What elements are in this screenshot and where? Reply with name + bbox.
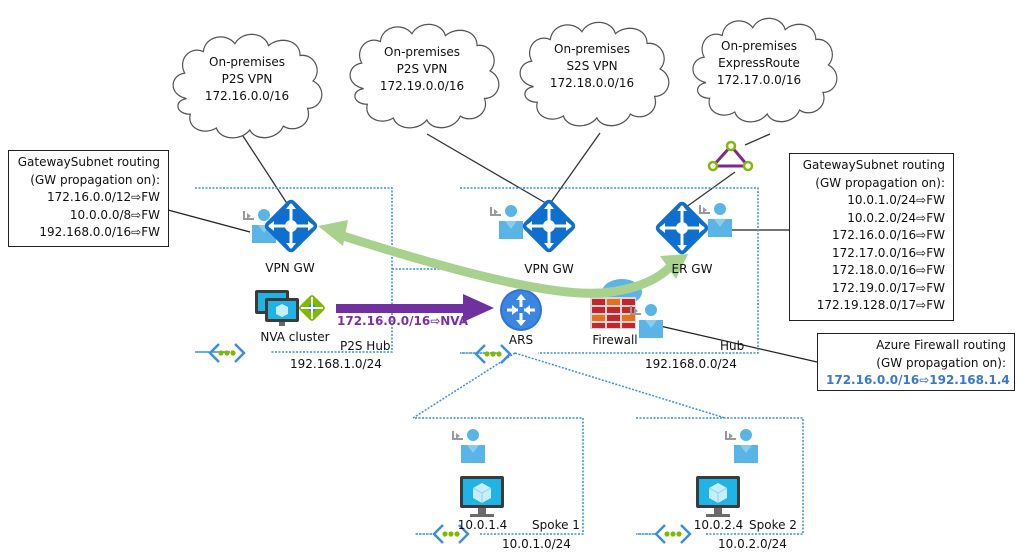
cloud-cidr: 172.19.0.0/16 <box>379 79 465 93</box>
routing-box-title: Azure Firewall routing <box>876 338 1006 352</box>
link-left-box-to-p2s-vpn-gw <box>167 209 251 233</box>
spoke1-vm-ip: 10.0.1.4 <box>457 518 508 532</box>
cloud-type: P2S VPN <box>396 62 448 76</box>
spoke1-name: Spoke 1 <box>532 518 580 532</box>
route-entry: 192.168.0.0/16⇨FW <box>39 225 160 239</box>
cloud-title: On-premises <box>554 42 630 56</box>
cloud-title: On-premises <box>209 55 285 69</box>
traffic-flow-arrow <box>318 220 688 298</box>
peering-hub-spoke2 <box>514 352 726 419</box>
cloud-cidr: 172.17.0.0/16 <box>716 73 802 87</box>
route-server-icon <box>500 289 542 331</box>
hub-vpn-gw-label: VPN GW <box>524 262 574 276</box>
routing-box-subtitle: (GW propagation on): <box>30 172 160 187</box>
routing-box-subtitle: (GW propagation on): <box>876 355 1006 370</box>
spoke1-vnet-border <box>415 417 584 535</box>
route-entry: 172.19.128.0/17⇨FW <box>816 298 945 312</box>
routing-box-subtitle: (GW propagation on): <box>815 175 945 190</box>
spoke2-vm-ip: 10.0.2.4 <box>693 518 744 532</box>
routing-box-title: GatewaySubnet routing <box>17 155 160 169</box>
routing-box-title: GatewaySubnet routing <box>802 158 945 172</box>
link-circuit-to-er-gw <box>681 171 736 211</box>
ars-label: ARS <box>508 333 534 347</box>
spoke1-cidr: 10.0.1.0/24 <box>502 537 571 551</box>
cloud-type: S2S VPN <box>566 59 618 73</box>
spoke2-vnet-border <box>636 417 804 535</box>
firewall-label: Firewall <box>592 333 638 347</box>
vm-icon <box>459 475 505 518</box>
route-table-user-icon <box>490 204 524 240</box>
link-fw-box-to-firewall <box>659 325 818 363</box>
cloud-label-p2s-172-19: On-premises P2S VPN 172.19.0.0/16 <box>362 44 482 95</box>
hub-gatewaysubnet-routing-box: GatewaySubnet routing (GW propagation on… <box>789 153 954 321</box>
cloud-cidr: 172.18.0.0/16 <box>549 76 635 90</box>
route-entry-highlight: 172.16.0.0/16⇨192.168.1.4 <box>826 373 1010 387</box>
azure-firewall-routing-box: Azure Firewall routing (GW propagation o… <box>817 333 1015 391</box>
cloud-label-s2s-172-18: On-premises S2S VPN 172.18.0.0/16 <box>532 41 652 92</box>
nva-cluster-label: NVA cluster <box>260 330 330 344</box>
vpn-gateway-icon <box>261 196 321 256</box>
spoke2-cidr: 10.0.2.0/24 <box>718 537 787 551</box>
vm-icon <box>695 475 741 518</box>
route-entry: 172.18.0.0/16⇨FW <box>831 263 945 277</box>
route-table-user-icon <box>452 428 486 464</box>
link-s2s-cloud-to-hub-vpn-gw <box>548 132 601 206</box>
link-p2s-cloud2-to-hub-vpn-gw <box>426 133 550 206</box>
expressroute-circuit-icon <box>707 140 754 172</box>
cloud-cidr: 172.16.0.0/16 <box>204 89 290 103</box>
vnet-icon <box>208 342 246 364</box>
spoke2-name: Spoke 2 <box>749 518 797 532</box>
nva-cluster-icon <box>255 290 325 326</box>
nva-route-arrow <box>336 294 494 322</box>
cloud-type: ExpressRoute <box>718 56 800 70</box>
route-entry: 10.0.2.0/24⇨FW <box>847 210 945 225</box>
route-entry: 10.0.0.0/8⇨FW <box>69 207 160 222</box>
route-entry: 172.19.0.0/17⇨FW <box>831 280 945 295</box>
p2s-gatewaysubnet-routing-box: GatewaySubnet routing (GW propagation on… <box>8 150 169 247</box>
route-entry: 10.0.1.0/24⇨FW <box>847 193 945 207</box>
hub-cidr: 192.168.0.0/24 <box>645 357 737 371</box>
route-entry: 172.17.0.0/16⇨FW <box>831 245 945 260</box>
route-table-user-icon <box>725 428 759 464</box>
cloud-type: P2S VPN <box>221 72 273 86</box>
p2s-vpn-gw-label: VPN GW <box>265 261 315 275</box>
er-gw-label: ER GW <box>671 262 713 276</box>
route-entry: 172.16.0.0/12⇨FW <box>46 190 160 204</box>
cloud-title: On-premises <box>384 45 460 59</box>
p2s-hub-vnet-border <box>195 187 393 353</box>
cloud-label-p2s-172-16: On-premises P2S VPN 172.16.0.0/16 <box>187 54 307 105</box>
hub-name: Hub <box>720 339 745 353</box>
p2s-hub-name: P2S Hub <box>340 339 391 353</box>
cloud-title: On-premises <box>721 39 797 53</box>
route-entry: 172.16.0.0/16⇨FW <box>831 228 945 242</box>
vpn-gateway-icon <box>519 196 579 256</box>
er-gateway-icon <box>652 198 712 258</box>
peering-hub-spoke1 <box>412 352 516 419</box>
link-er-cloud-to-circuit <box>744 133 771 146</box>
p2s-hub-cidr: 192.168.1.0/24 <box>290 357 382 371</box>
link-p2s-cloud-to-vpn-gw <box>242 135 289 206</box>
cloud-label-expressroute-172-17: On-premises ExpressRoute 172.17.0.0/16 <box>699 38 819 89</box>
nva-route-label: 172.16.0.0/16⇨NVA <box>337 314 469 328</box>
